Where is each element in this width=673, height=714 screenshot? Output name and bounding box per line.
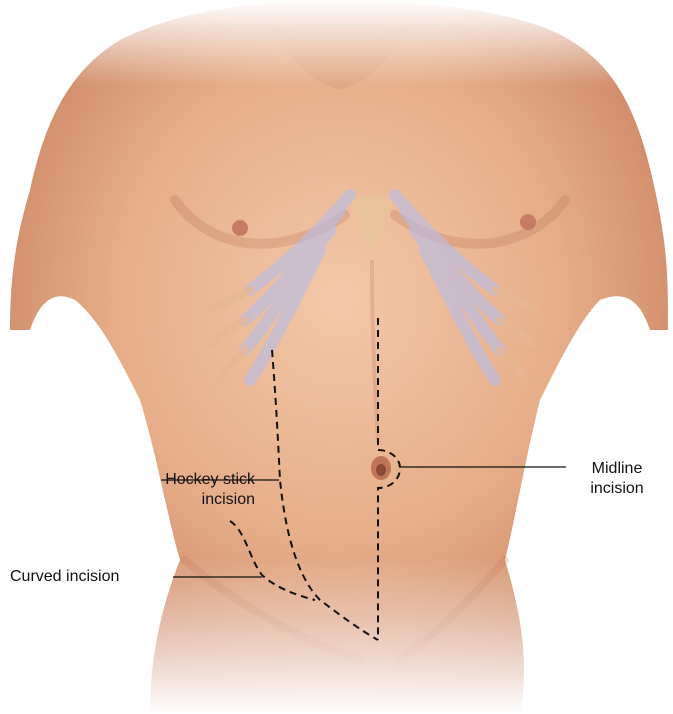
curved-label: Curved incision <box>10 567 170 587</box>
hockey-stick-label: Hockey stick incision <box>105 470 255 510</box>
midline-label: Midline incision <box>567 459 667 499</box>
